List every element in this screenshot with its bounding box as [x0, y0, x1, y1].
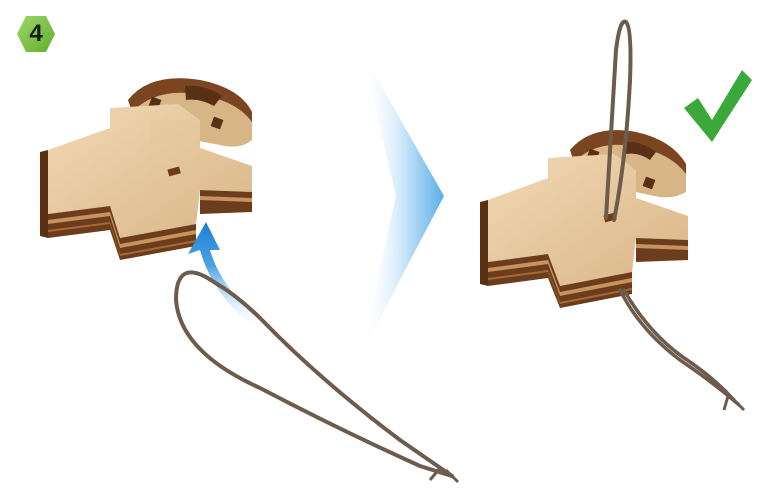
wood-piece-right	[480, 130, 688, 308]
checkmark-icon	[684, 70, 752, 142]
wood-piece-left	[40, 78, 252, 260]
chevron-right-icon	[362, 52, 444, 352]
cord-right-tail	[620, 290, 738, 404]
